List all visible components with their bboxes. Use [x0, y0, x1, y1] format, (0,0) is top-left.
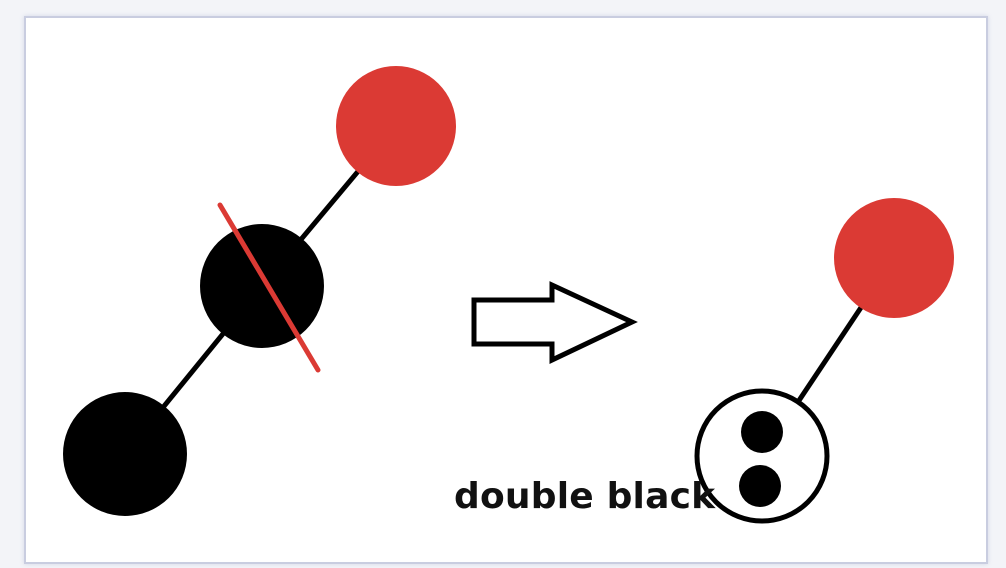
- left-red-node: [336, 66, 456, 186]
- double-black-dot-top: [741, 411, 783, 453]
- left-black-node-deleted: [200, 224, 324, 348]
- double-black-label: double black: [454, 476, 716, 517]
- delete-strike-line: [217, 202, 321, 373]
- left-black-node-bottom: [63, 392, 187, 516]
- double-black-dot-bottom: [739, 465, 781, 507]
- double-black-node: [694, 388, 830, 524]
- hollow-right-arrow-icon: [471, 281, 638, 364]
- right-red-node: [834, 198, 954, 318]
